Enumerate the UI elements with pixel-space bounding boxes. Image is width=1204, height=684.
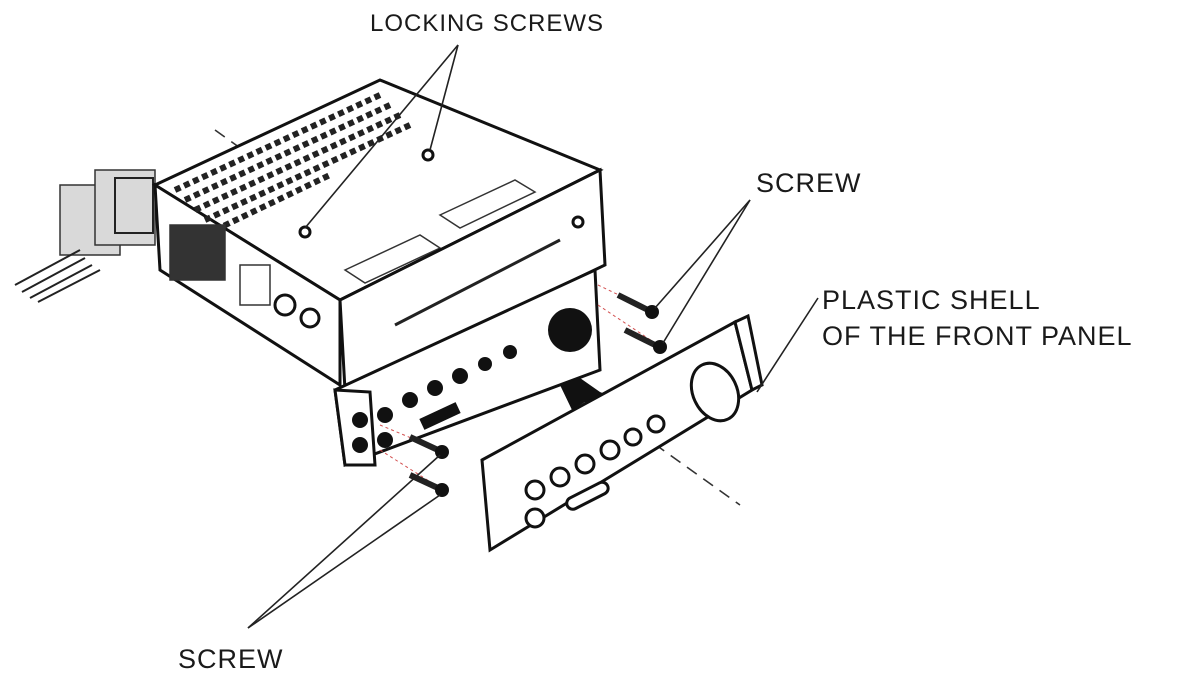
- wiring-harness: [14, 169, 156, 303]
- label-plastic-shell-line1: PLASTIC SHELL: [822, 285, 1041, 315]
- side-connector-port: [239, 264, 271, 306]
- screws-right: [616, 292, 667, 354]
- control-button-icon: [377, 432, 393, 448]
- control-button-icon: [352, 412, 368, 428]
- display-slot-icon: [419, 402, 461, 430]
- control-panel: [333, 267, 602, 468]
- plastic-shell-front-panel: [480, 313, 764, 553]
- locking-screw-icon: [298, 225, 312, 239]
- volume-knob-icon: [548, 308, 592, 352]
- locking-screw-icon: [421, 148, 435, 162]
- harness-wire: [29, 264, 93, 299]
- leader-screw-right-2: [662, 199, 751, 344]
- locking-screws: [298, 148, 435, 239]
- harness-wire: [37, 269, 101, 303]
- leader-screw-right-1: [654, 199, 751, 309]
- leader-locking-screw-1: [304, 44, 459, 229]
- shell-button-hole: [524, 479, 546, 501]
- radio-chassis: [151, 78, 604, 388]
- chassis-front-face: [338, 167, 607, 393]
- cd-slot: [394, 238, 561, 327]
- control-panel-side: [333, 388, 377, 467]
- shell-button-hole: [549, 466, 571, 488]
- shell-button-hole: [524, 507, 546, 529]
- label-plastic-shell-line2: OF THE FRONT PANEL: [822, 321, 1133, 351]
- side-connector-round: [273, 293, 297, 317]
- leader-screw-bottom-2: [247, 494, 441, 629]
- shell-button-hole: [574, 453, 596, 475]
- harness-wire: [21, 257, 86, 293]
- harness-wire: [14, 249, 81, 286]
- shell-button-hole: [599, 439, 621, 461]
- leader-lines: [247, 44, 819, 629]
- screws-bottom: [408, 434, 449, 497]
- harness-connector-socket: [114, 177, 154, 234]
- eject-button-icon: [571, 215, 585, 229]
- control-button-icon: [402, 392, 418, 408]
- control-button-icon: [478, 357, 492, 371]
- screw-head-icon: [435, 483, 449, 497]
- top-pad: [343, 234, 442, 284]
- control-button-icon: [377, 407, 393, 423]
- control-button-icon: [452, 368, 468, 384]
- leader-locking-screw-2: [429, 44, 459, 151]
- top-pad: [438, 179, 537, 229]
- shell-button-hole: [646, 414, 666, 434]
- label-locking-screws: LOCKING SCREWS: [370, 10, 605, 37]
- leader-plastic-shell: [756, 297, 819, 393]
- screw-head-icon: [645, 305, 659, 319]
- screw-head-icon: [653, 340, 667, 354]
- ventilation-slots: [173, 92, 412, 233]
- control-button-icon: [352, 437, 368, 453]
- control-button-icon: [503, 345, 517, 359]
- front-bezel: [338, 167, 607, 393]
- label-screw-right: SCREW: [756, 168, 862, 198]
- shell-button-hole: [623, 427, 643, 447]
- shell-knob-opening: [689, 361, 741, 423]
- side-connector-panel: [169, 224, 226, 281]
- control-button-icon: [427, 380, 443, 396]
- label-screw-bottom: SCREW: [178, 644, 284, 674]
- side-connector-round: [299, 307, 321, 329]
- leader-screw-bottom-1: [247, 454, 441, 629]
- shell-display-slot: [565, 480, 610, 511]
